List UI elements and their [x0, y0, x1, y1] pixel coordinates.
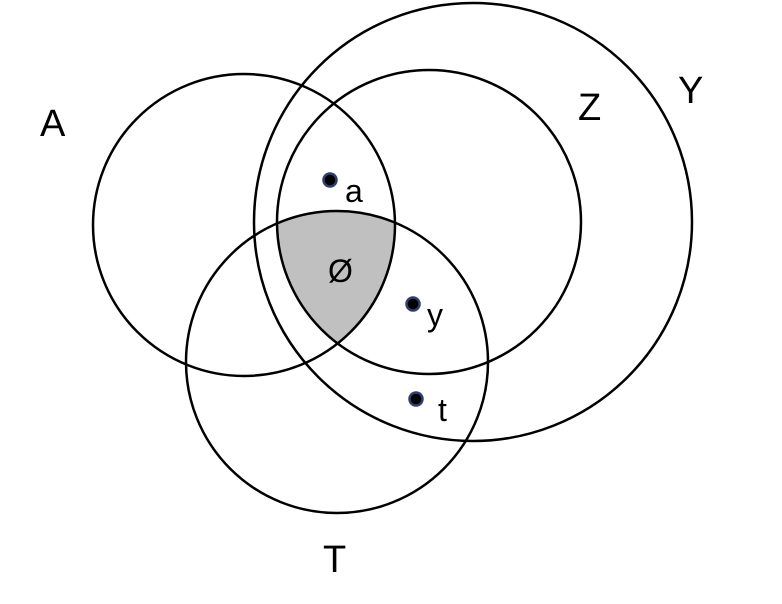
set-z-circle — [275, 68, 583, 376]
point-y-label: y — [427, 297, 443, 333]
set-a-label: A — [40, 103, 66, 145]
point-y-dot — [405, 296, 421, 312]
point-a-dot — [322, 172, 338, 188]
point-t-dot — [408, 391, 424, 407]
set-t-circle — [184, 209, 490, 515]
set-a-circle — [91, 72, 397, 378]
set-y-label: Y — [678, 70, 703, 112]
point-a-label: a — [345, 173, 363, 209]
empty-set-symbol: Ø — [328, 253, 353, 289]
set-t-label: T — [323, 539, 346, 581]
set-z-label: Z — [578, 87, 601, 129]
point-t-label: t — [438, 392, 447, 428]
set-y-circle — [252, 1, 694, 443]
